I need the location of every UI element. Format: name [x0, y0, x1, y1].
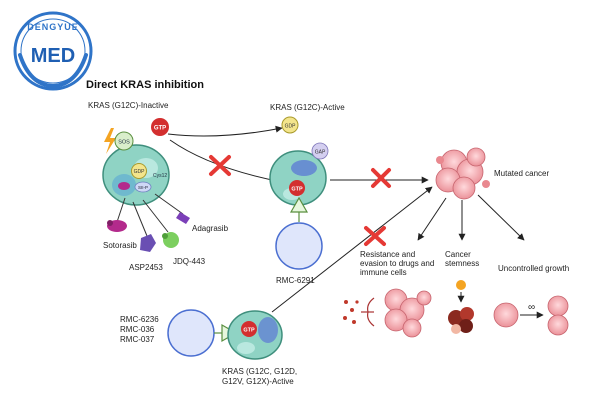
arrow-to-resistance — [417, 197, 447, 241]
gdp-tag-inactive: GDP — [131, 163, 147, 179]
drug-asp2453: ASP2453 — [129, 263, 163, 272]
svg-text:GTP: GTP — [243, 328, 255, 334]
asp2453-connector — [132, 201, 148, 237]
label-kras-bottom: KRAS (G12C, G12D, G12V, G12X)-Active — [222, 367, 299, 386]
gtp-tag-bottom: GTP — [241, 321, 257, 337]
adagrasib-connector — [154, 193, 184, 215]
sos-tag: SOS — [114, 131, 134, 151]
drug-jdq443: JDQ-443 — [173, 257, 206, 266]
resistance-illustration — [343, 288, 432, 338]
gtp-tag-inactive: GTP — [151, 118, 169, 136]
dengyue-med-logo: DENGYUE MED — [13, 11, 93, 91]
label-mutated-cancer: Mutated cancer — [494, 169, 549, 178]
sotorasib-molecule-icon — [107, 220, 127, 232]
label-cancer-stemness: Cancer stemness — [445, 250, 479, 268]
rmc6291-compound-circle — [275, 222, 323, 270]
adagrasib-molecule-icon — [176, 212, 190, 224]
label-rmc-group: RMC-6236 RMC-036 RMC-037 — [120, 315, 161, 344]
block-x-icon-top — [209, 155, 231, 176]
arrow-bottom-to-cancer — [271, 186, 433, 313]
infinity-symbol: ∞ — [528, 302, 535, 313]
svg-text:GTP: GTP — [154, 126, 166, 132]
arrow-to-uncontrolled-growth — [477, 194, 525, 241]
arrow-to-gdp — [167, 125, 283, 137]
stemness-illustration — [448, 280, 474, 334]
lightning-icon — [104, 128, 116, 154]
drug-sotorasib: Sotorasib — [103, 241, 137, 250]
gap-tag: GAP — [311, 142, 329, 160]
block-x-icon-bottom — [364, 226, 386, 246]
label-uncontrolled-growth: Uncontrolled growth — [498, 264, 569, 273]
logo-top-text: DENGYUE — [27, 22, 79, 32]
svg-text:GAP: GAP — [315, 150, 326, 156]
sii-p-tag: SII-P — [134, 181, 152, 193]
jdq443-connector — [142, 199, 169, 233]
label-kras-active: KRAS (G12C)-Active — [270, 103, 345, 112]
label-rmc6291: RMC-6291 — [276, 276, 315, 285]
svg-text:SOS: SOS — [118, 140, 130, 146]
gdp-tag-released: GDP — [281, 116, 299, 134]
cys12-label: Cys12 — [153, 173, 167, 179]
rmc6291-binding-arrow — [289, 196, 309, 222]
svg-text:GTP: GTP — [291, 187, 303, 193]
svg-text:GDP: GDP — [134, 169, 146, 175]
rmc-group-compound-circle — [167, 309, 215, 357]
label-resistance: Resistance and evasion to drugs and immu… — [360, 250, 437, 277]
label-kras-inactive: KRAS (G12C)-Inactive — [88, 101, 169, 110]
asp2453-molecule-icon — [140, 234, 156, 252]
drug-adagrasib: Adagrasib — [192, 224, 229, 233]
logo-main-text: MED — [31, 45, 75, 67]
sotorasib-connector — [116, 197, 126, 223]
diagram-title: Direct KRAS inhibition — [86, 79, 204, 91]
bound-inhibitor-icon — [118, 182, 130, 190]
mutated-cancer-cluster — [435, 147, 490, 200]
svg-text:SII-P: SII-P — [138, 185, 148, 190]
bottom-active-kras-protein — [227, 310, 283, 360]
active-kras-protein — [269, 150, 327, 206]
uncontrolled-growth-illustration — [493, 295, 569, 336]
svg-text:GDP: GDP — [285, 124, 297, 130]
gtp-tag-active: GTP — [289, 180, 305, 196]
jdq443-molecule-icon — [162, 232, 179, 248]
block-x-icon-right — [371, 168, 391, 188]
